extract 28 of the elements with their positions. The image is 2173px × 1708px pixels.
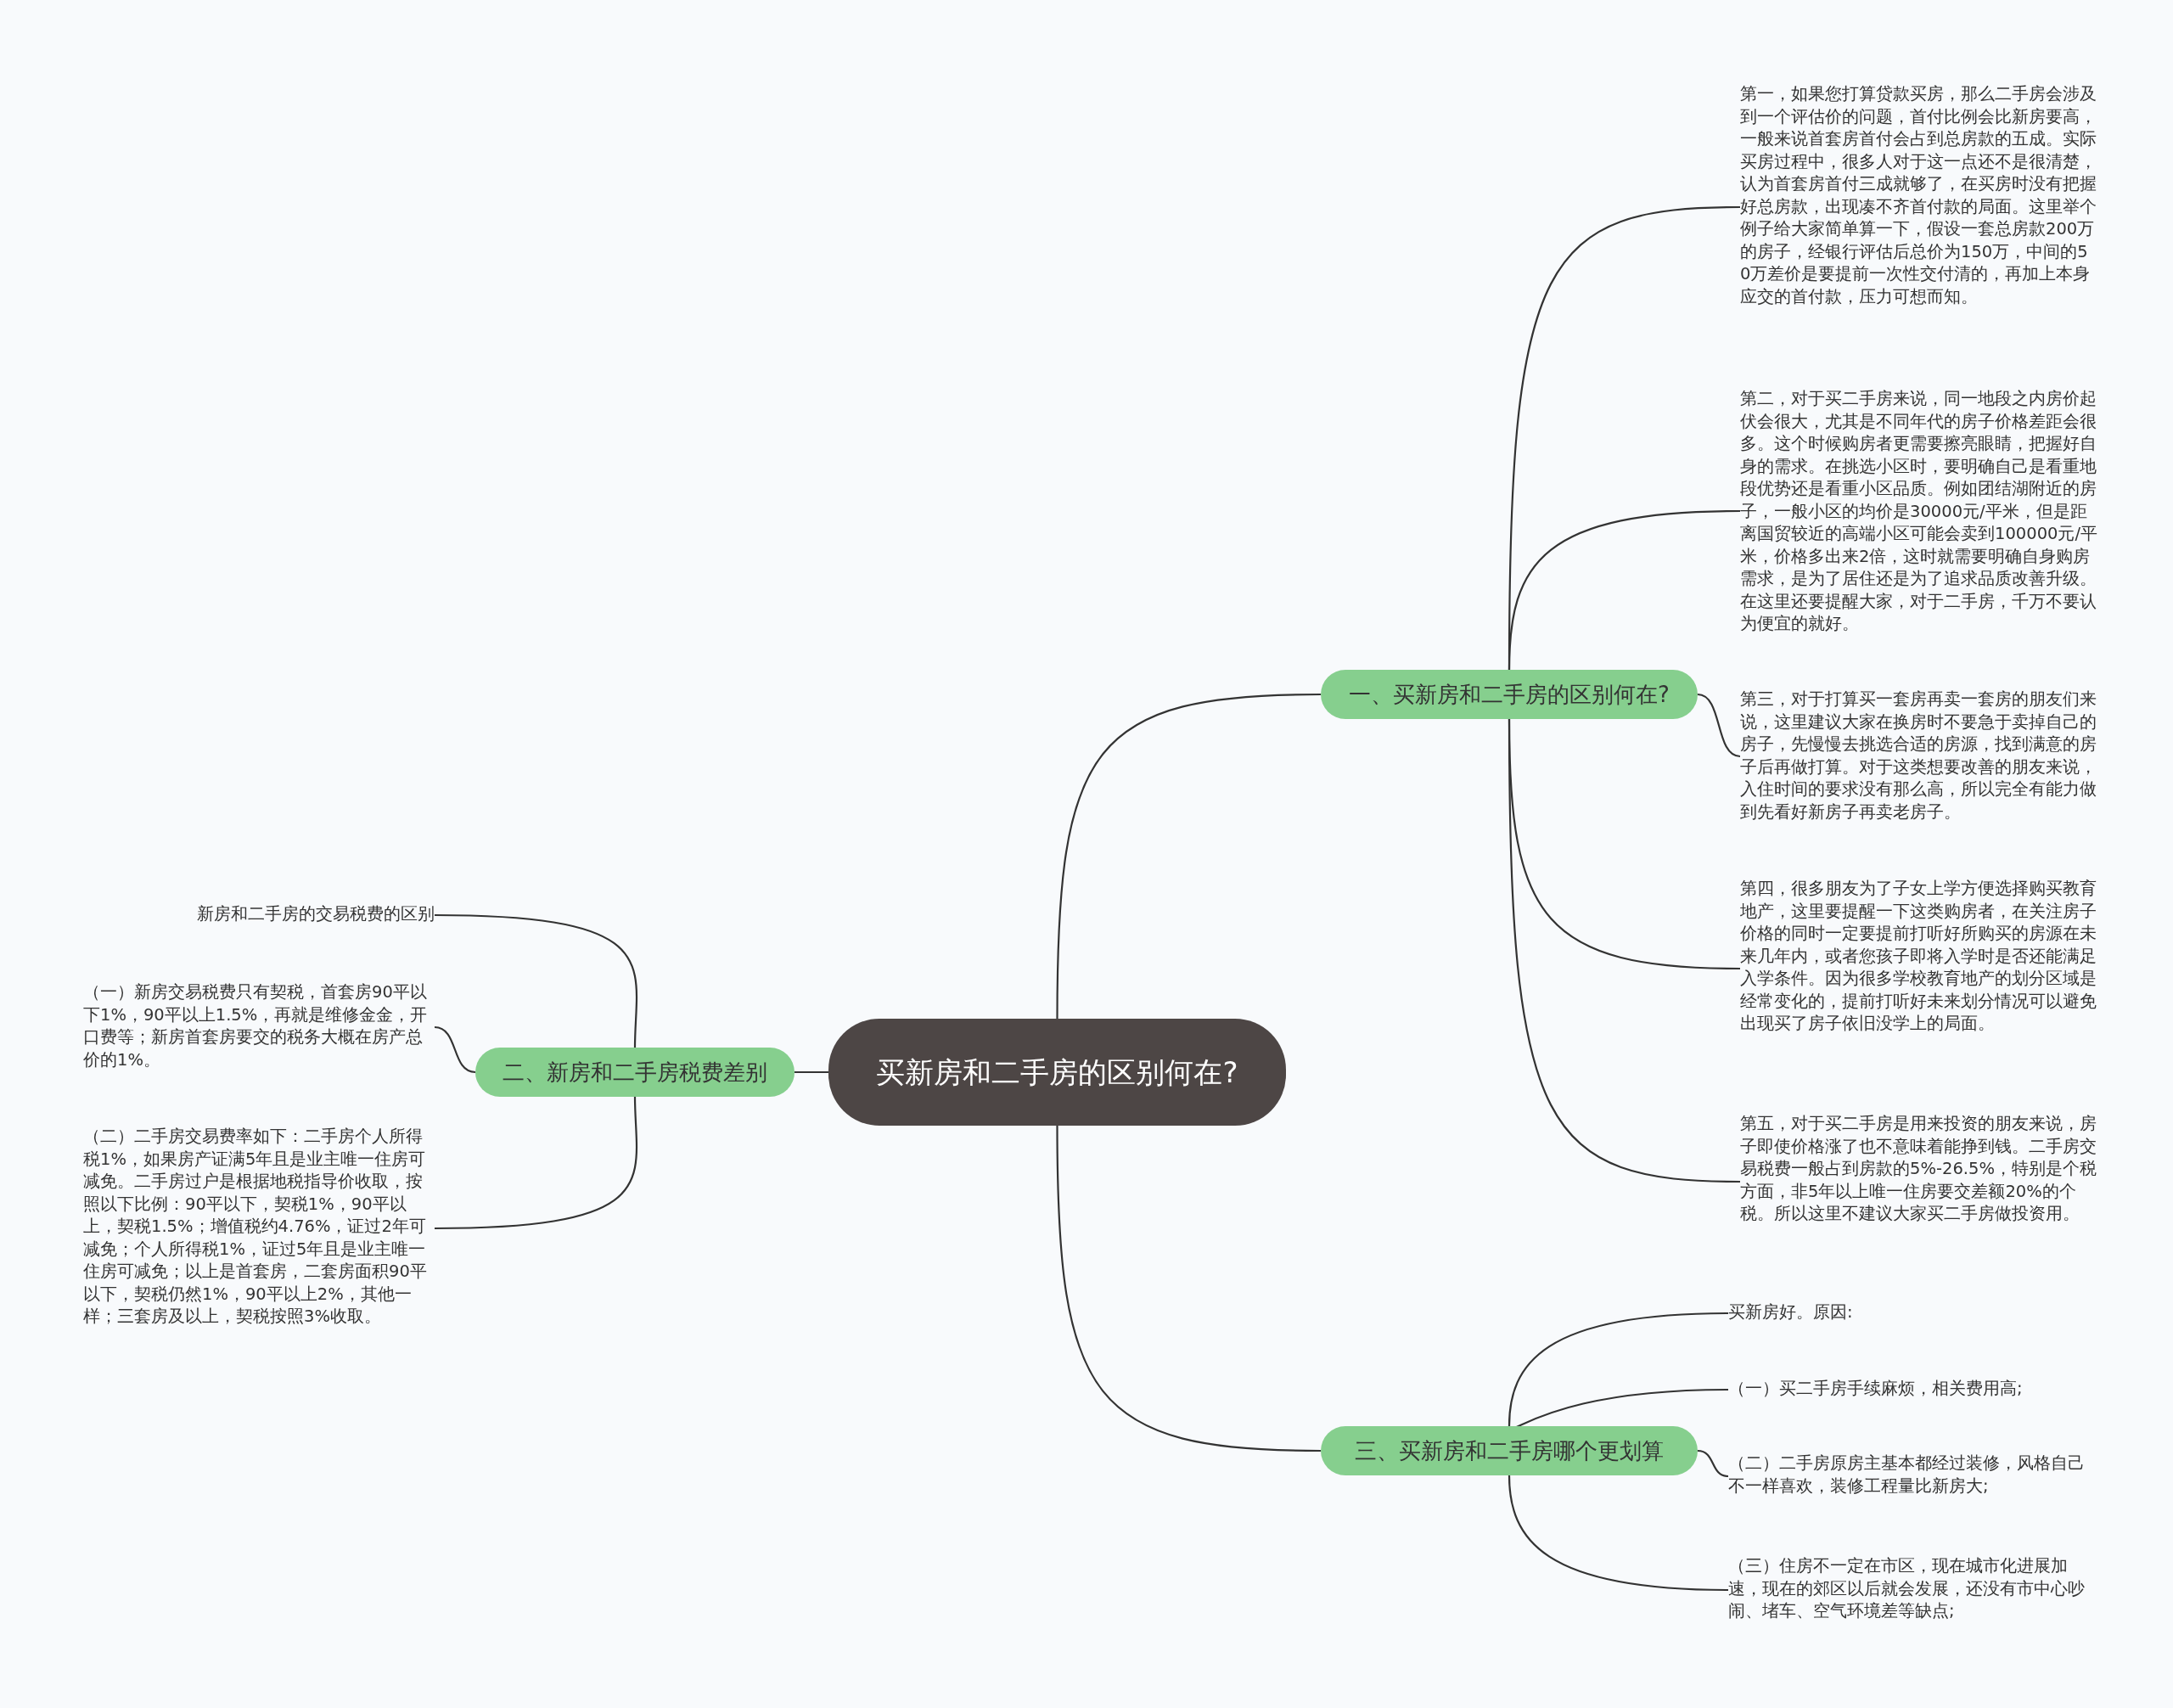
connector-line [1508, 719, 1741, 1183]
branch-topic: 三、买新房和二手房哪个更划算 [1321, 1426, 1698, 1475]
note-text: 第一，如果您打算贷款买房，那么二手房会涉及到一个评估价的问题，首付比例会比新房要高，一般来说首套房首付会占到总房款的五成。实际买房过程中，很多人对于这一点还不是很清楚，认为首套房首付三成就够了，在买房时没有把握好总房款，出现凑不齐首付款的局面。这里举个例子给大家简单算一下，假设一套总房款200万的房子，经银行评估后总价为150万，中间的50万差价是要提前一次性交付清的，再加上本身应交的首付款，压力可想而知。 [1740, 83, 2098, 308]
note-text: （一）买二手房手续麻烦，相关费用高; [1728, 1378, 2098, 1401]
note-text: 买新房好。原因: [1728, 1301, 2098, 1324]
note-text: （二）二手房原房主基本都经过装修，风格自己不一样喜欢，装修工程量比新房大; [1728, 1452, 2098, 1497]
note-text: 第三，对于打算买一套房再卖一套房的朋友们来说，这里建议大家在换房时不要急于卖掉自己的房子，先慢慢去挑选合适的房源，找到满意的房子后再做打算。对于这类想要改善的朋友来说，入住时间的要求没有那么高，所以完全有能力做到先看好新房子再卖老房子。 [1740, 688, 2098, 823]
connector-line [1056, 1126, 1322, 1452]
branch-topic: 二、新房和二手房税费差别 [475, 1048, 795, 1097]
note-text: （二）二手房交易费率如下：二手房个人所得税1%，如果房产证满5年且是业主唯一住房可减免。二手房过户是根据地税指导价收取，按照以下比例：90平以下，契税1%，90平以上，契税1.5%；增值税约4.76%，证过2年可减免；个人所得税1%，证过5年且是业主唯一住房可减免；以上是首套房，二套房面积90平以下，契税仍然1%，90平以上2%，其他一样；三套房及以上，契税按照3%收取。 [83, 1126, 435, 1329]
connector-line [434, 913, 637, 1048]
connector-line [1508, 1312, 1729, 1427]
connector-line [1508, 509, 1741, 671]
connector-line [1697, 693, 1741, 758]
connector-line [434, 1096, 637, 1230]
note-text: 第五，对于买二手房是用来投资的朋友来说，房子即使价格涨了也不意味着能挣到钱。二手房交易税费一般占到房款的5%-26.5%，特别是个税方面，非5年以上唯一住房要交差额20%的个税。所以这里不建议大家买二手房做投资用。 [1740, 1113, 2098, 1226]
note-text: （一）新房交易税费只有契税，首套房90平以下1%，90平以上1.5%，再就是维修金金，开口费等；新房首套房要交的税务大概在房产总价的1%。 [83, 981, 435, 1071]
connector-line [1056, 693, 1322, 1019]
note-text: （三）住房不一定在市区，现在城市化进展加速，现在的郊区以后就会发展，还没有市中心吵闹、堵车、空气环境差等缺点; [1728, 1555, 2098, 1623]
connector-line [1508, 1475, 1729, 1592]
note-text: 第二，对于买二手房来说，同一地段之内房价起伏会很大，尤其是不同年代的房子价格差距会很多。这个时候购房者更需要擦亮眼睛，把握好自身的需求。在挑选小区时，要明确自己是看重地段优势还是看重小区品质。例如团结湖附近的房子，一般小区的均价是30000元/平米，但是距离国贸较近的高端小区可能会卖到100000元/平米，价格多出来2倍，这时就需要明确自身购房需求，是为了居住还是为了追求品质改善升级。在这里还要提醒大家，对于二手房，千万不要认为便宜的就好。 [1740, 388, 2098, 636]
connector-line [795, 1070, 828, 1074]
note-text: 第四，很多朋友为了子女上学方便选择购买教育地产，这里要提醒一下这类购房者，在关注房子价格的同时一定要提前打听好所购买的房源在未来几年内，或者您孩子即将入学时是否还能满足入学条件。因为很多学校教育地产的划分区域是经常变化的，提前打听好未来划分情况可以避免出现买了房子依旧没学上的局面。 [1740, 878, 2098, 1036]
connector-line [1697, 1449, 1729, 1478]
connector-line [434, 1025, 476, 1074]
note-text: 新房和二手房的交易税费的区别 [83, 903, 435, 926]
branch-topic: 一、买新房和二手房的区别何在? [1321, 670, 1698, 719]
central-topic: 买新房和二手房的区别何在? [828, 1019, 1286, 1126]
